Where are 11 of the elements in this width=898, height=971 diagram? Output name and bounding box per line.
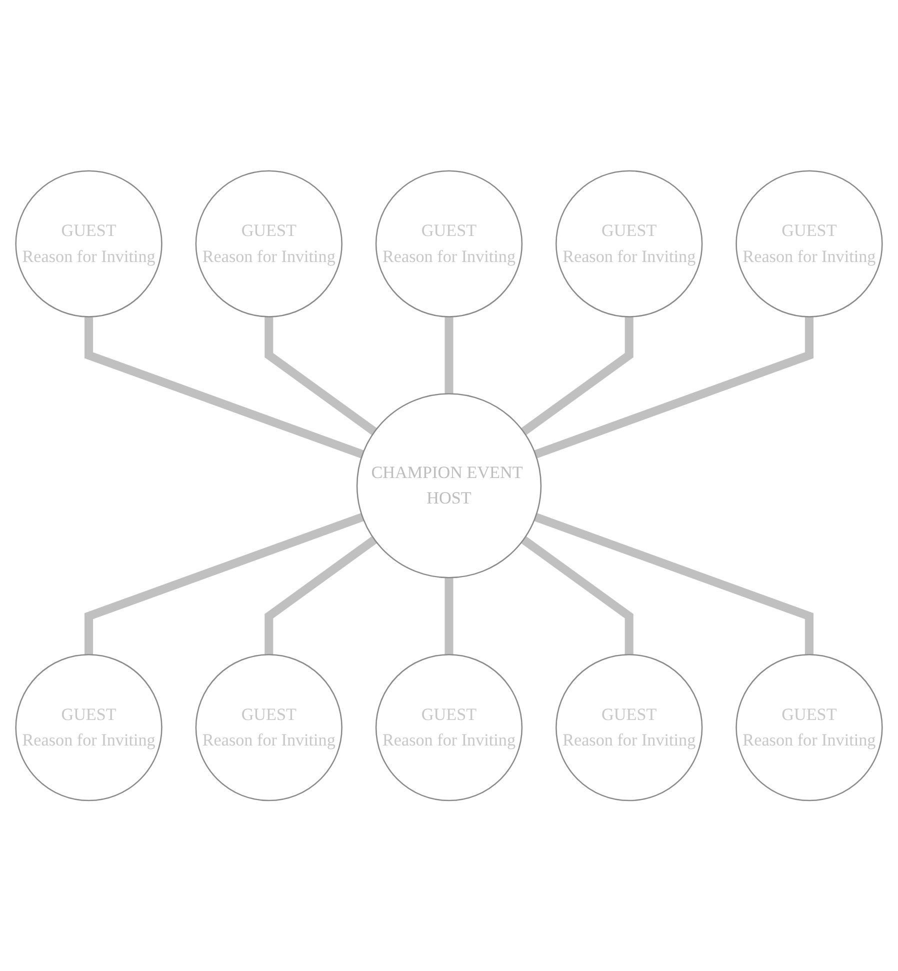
connector — [444, 577, 454, 654]
connector — [84, 512, 364, 654]
connector — [534, 316, 814, 458]
connector — [264, 536, 378, 654]
connector — [520, 316, 634, 436]
connector — [520, 536, 634, 654]
connector — [534, 512, 814, 654]
node-circle: CHAMPION EVENT HOST — [356, 392, 542, 578]
connector — [264, 316, 378, 436]
connector — [84, 316, 364, 458]
connector — [444, 316, 454, 394]
